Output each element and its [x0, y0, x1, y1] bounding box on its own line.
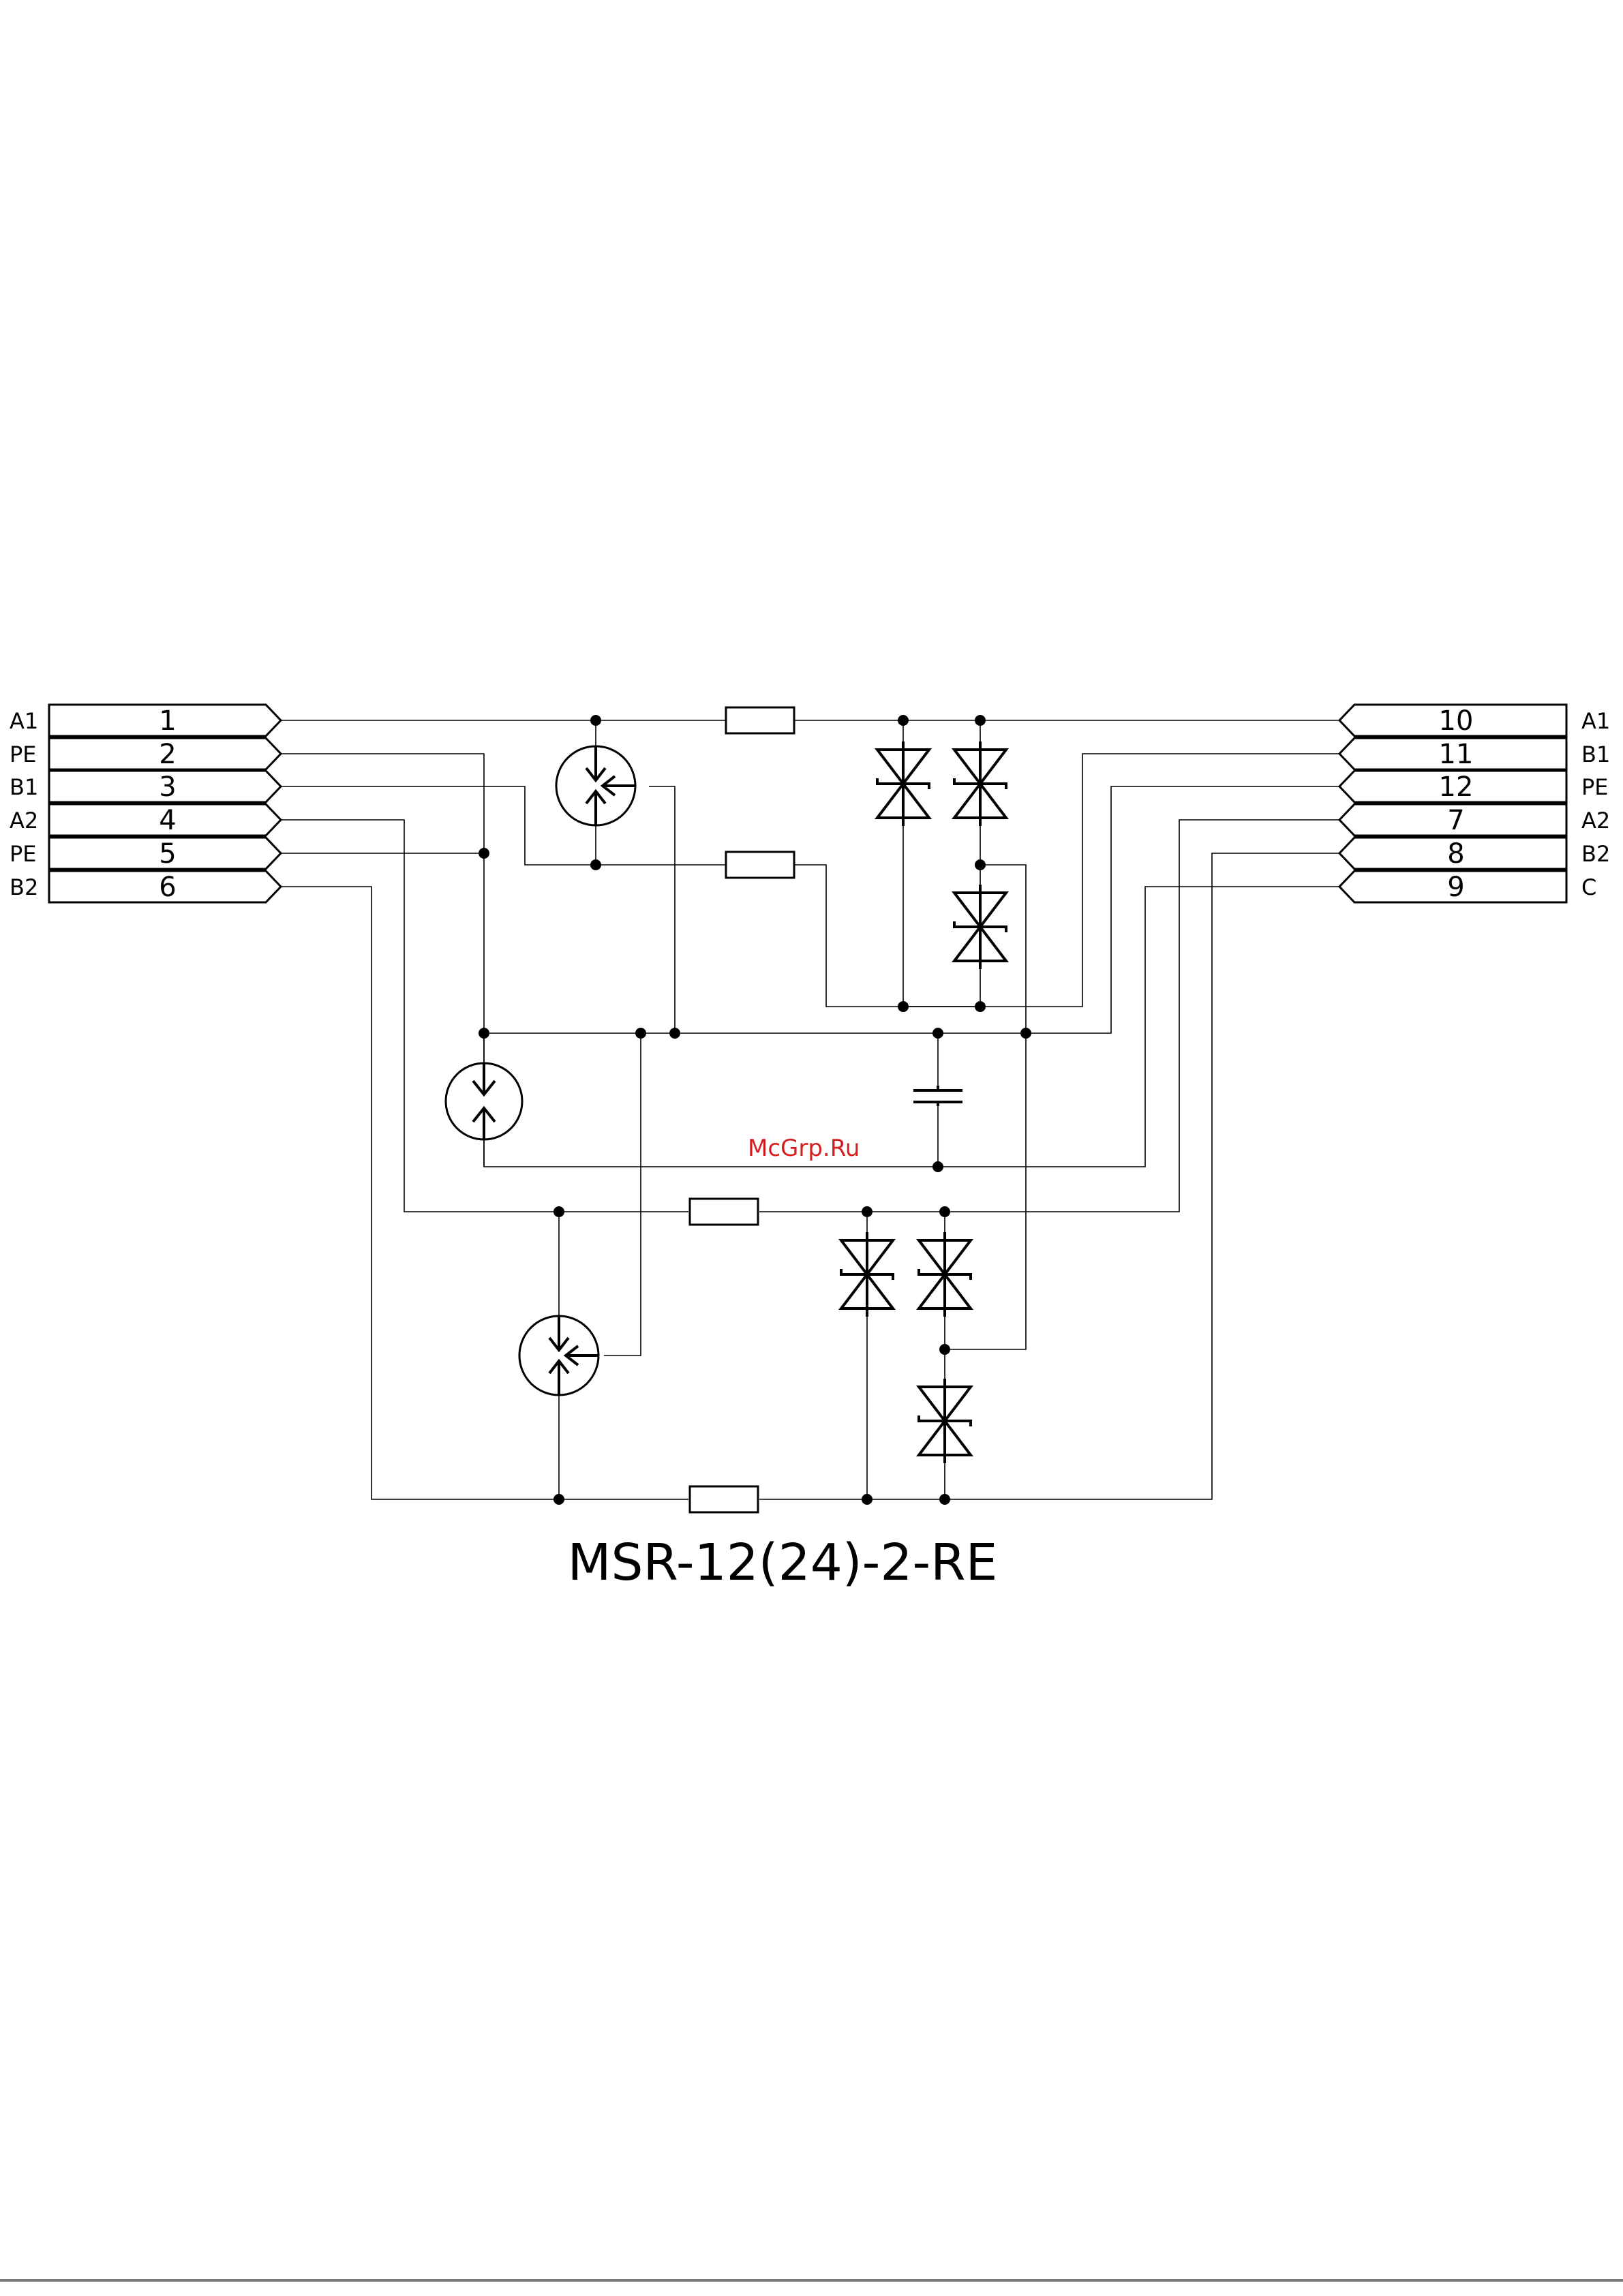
watermark: McGrp.Ru: [748, 1135, 860, 1162]
terminal-number: 9: [1447, 872, 1464, 903]
terminal-signal-label: B2: [1581, 841, 1610, 867]
terminal-left-3: B1 3: [10, 771, 281, 803]
gas-discharge-tube-2-electrode: [446, 1063, 522, 1139]
components: [446, 707, 1006, 1512]
terminal-signal-label: B2: [10, 874, 38, 900]
wire-tvs-col-a: [903, 720, 980, 1007]
terminal-number: 11: [1439, 739, 1474, 770]
junction-dot: [932, 1161, 943, 1172]
terminal-number: 8: [1447, 838, 1464, 870]
terminal-right-11: 11 B1: [1339, 738, 1610, 770]
junction-dot: [1020, 1028, 1031, 1039]
terminal-number: 10: [1439, 705, 1474, 737]
terminal-number: 3: [159, 771, 176, 803]
terminal-signal-label: C: [1581, 874, 1596, 900]
terminal-signal-label: PE: [10, 741, 37, 767]
junction-dot: [898, 715, 909, 726]
wire-gdt1-ground: [649, 786, 675, 1033]
wire-c-shield: [484, 887, 1339, 1167]
wire-pe-bus: [484, 786, 1339, 1033]
terminal-right-12: 12 PE: [1339, 771, 1609, 803]
junction-dot: [669, 1028, 680, 1039]
terminal-right-8: 8 B2: [1339, 838, 1610, 870]
junction-dot: [939, 1206, 950, 1217]
junction-dot: [479, 1028, 489, 1039]
terminal-left-6: B2 6: [10, 871, 281, 903]
gas-discharge-tube-3-electrode: [519, 1316, 598, 1395]
tvs-diode: [954, 885, 1006, 969]
junction-dot: [590, 859, 601, 870]
terminal-number: 1: [159, 705, 176, 737]
tvs-diode: [919, 1232, 971, 1317]
terminal-right-10: 10 A1: [1339, 705, 1610, 737]
gas-discharge-tube-3-electrode: [556, 746, 635, 825]
terminal-number: 2: [159, 739, 176, 770]
resistor: [690, 1486, 758, 1512]
terminal-left-4: A2 4: [10, 804, 281, 836]
resistor: [726, 707, 794, 733]
resistor: [726, 852, 794, 878]
junction-dot: [553, 1494, 564, 1505]
tvs-diode: [919, 1379, 971, 1463]
terminal-signal-label: PE: [10, 841, 37, 867]
terminal-left-2: PE 2: [10, 738, 281, 770]
junction-dot: [975, 859, 986, 870]
tvs-diode: [841, 1232, 893, 1317]
wiring: [281, 720, 1339, 1499]
junction-dot: [975, 715, 986, 726]
left-terminal-block: A11PE2B13A24PE5B26: [10, 705, 281, 903]
junction-dot: [590, 715, 601, 726]
terminal-number: 5: [159, 838, 176, 870]
terminal-left-1: A1 1: [10, 705, 281, 737]
terminal-signal-label: B1: [10, 774, 38, 800]
junction-dot: [939, 1344, 950, 1355]
terminal-signal-label: B1: [1581, 741, 1610, 767]
capacitor: [913, 1086, 962, 1106]
wire-b2-out: [759, 853, 1339, 1499]
junction-dot: [635, 1028, 646, 1039]
terminal-signal-label: A2: [10, 808, 38, 833]
junction-dot: [862, 1206, 873, 1217]
terminal-number: 7: [1447, 805, 1464, 836]
resistor: [690, 1199, 758, 1225]
terminal-signal-label: A1: [10, 708, 38, 734]
diagram-title: MSR-12(24)-2-RE: [568, 1533, 998, 1592]
terminal-number: 6: [159, 872, 176, 903]
junction-dot: [975, 1001, 986, 1012]
page-bottom-rule: [0, 2279, 1623, 2282]
terminal-number: 12: [1439, 771, 1474, 803]
terminal-right-7: 7 A2: [1339, 804, 1610, 836]
wire-b1-out: [794, 754, 1339, 1007]
junction-dot: [939, 1494, 950, 1505]
tvs-diode: [877, 741, 929, 826]
junction-dot: [898, 1001, 909, 1012]
terminal-left-5: PE 5: [10, 838, 281, 870]
terminal-signal-label: A1: [1581, 708, 1610, 734]
tvs-diode: [954, 741, 1006, 826]
junction-dot: [479, 848, 489, 859]
wire-b2-in: [281, 887, 688, 1499]
junction-dot: [862, 1494, 873, 1505]
wire-pe-2: [281, 754, 484, 1033]
junction-dot: [553, 1206, 564, 1217]
junction-dot: [932, 1028, 943, 1039]
terminal-signal-label: A2: [1581, 808, 1610, 833]
terminal-number: 4: [159, 805, 176, 836]
wire-gdt3-ground: [604, 1033, 641, 1356]
terminal-signal-label: PE: [1581, 774, 1609, 800]
wire-a2-in: [281, 820, 688, 1212]
terminal-right-9: 9C: [1339, 871, 1596, 903]
